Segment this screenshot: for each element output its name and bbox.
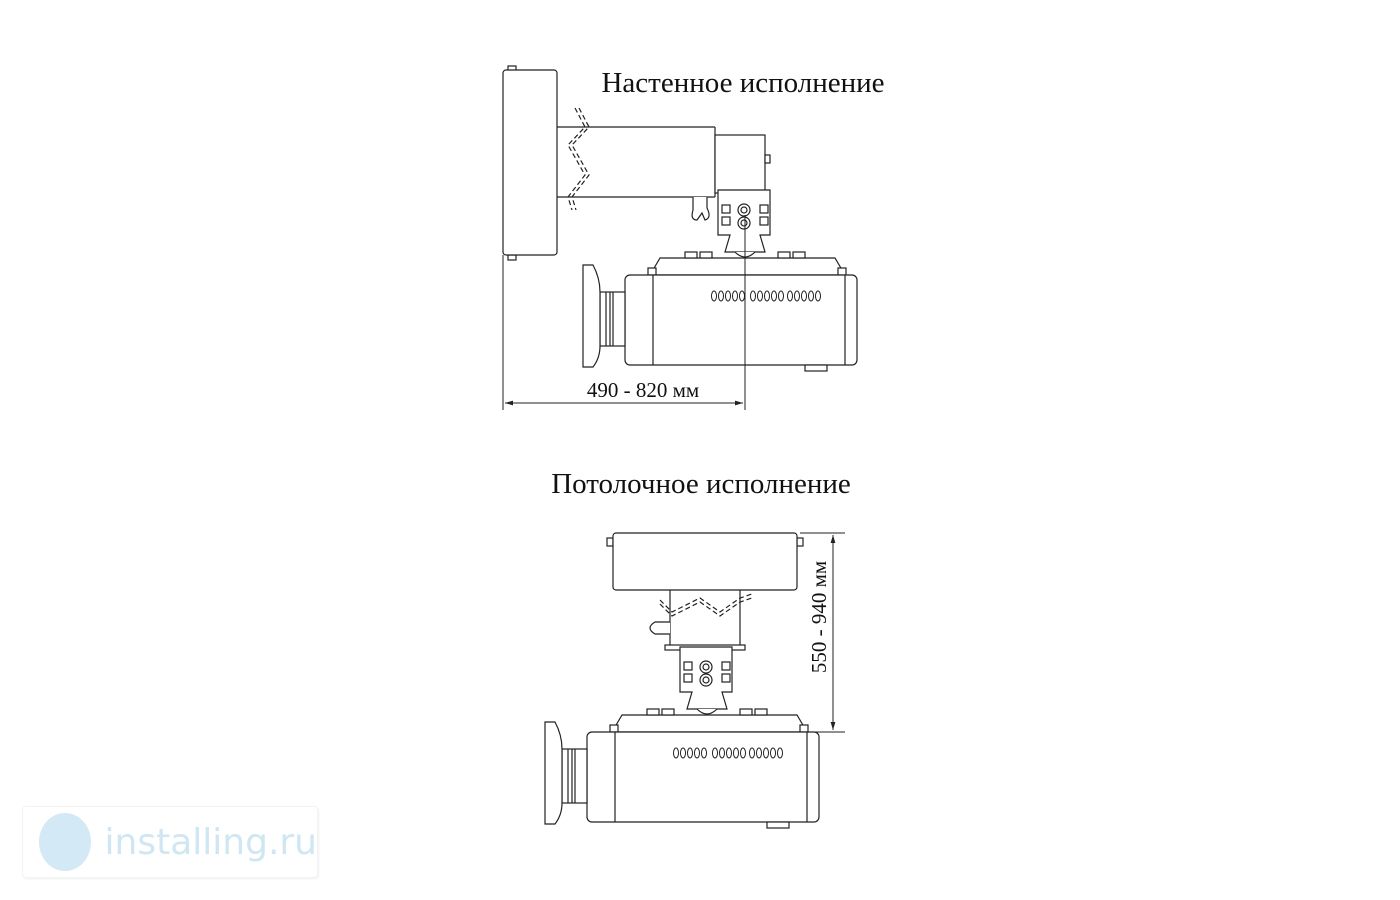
installing-logo-icon (39, 813, 91, 871)
ceiling-title: Потолочное исполнение (551, 468, 851, 500)
wall-plate (502, 69, 558, 256)
ceiling-dimension-label: 550 - 940 мм (807, 561, 831, 673)
ceiling-plate (612, 532, 798, 591)
wall-title: Настенное исполнение (601, 67, 884, 99)
wall-mount-drawing: Настенное исполнение 490 - 820 мм (502, 65, 885, 410)
ceiling-mount-drawing: Потолочное исполнение 550 - 940 мм (544, 468, 851, 829)
wall-dimension-label: 490 - 820 мм (587, 378, 699, 402)
watermark: installing.ru (22, 806, 318, 878)
projector-wall (582, 251, 858, 372)
watermark-text: installing.ru (104, 821, 317, 863)
projector-ceiling (544, 708, 820, 829)
